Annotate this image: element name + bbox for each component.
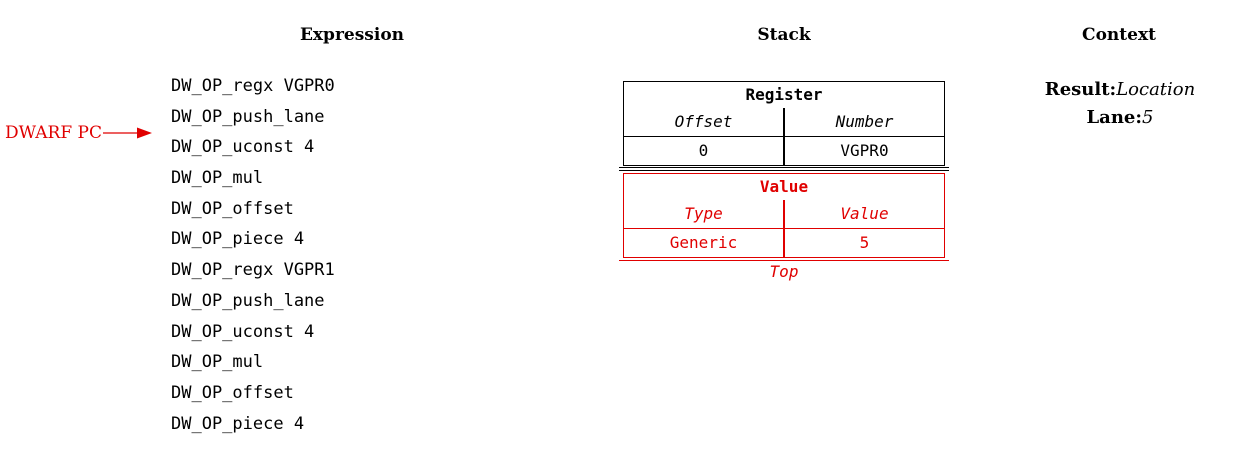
value-value-value: 5 — [859, 233, 870, 252]
context-lane: Lane:5 — [1087, 107, 1154, 129]
context-result: Result:Location — [1045, 79, 1195, 101]
expression-op: DW_OP_mul — [171, 352, 264, 373]
value-value-row: Generic 5 — [624, 229, 944, 257]
register-offset-header: Offset — [624, 108, 785, 136]
expression-op: DW_OP_offset — [171, 198, 294, 219]
stack-entry-register: Register Offset Number 0 VGPR0 — [623, 81, 945, 166]
expression-op: DW_OP_regx VGPR0 — [171, 76, 335, 96]
stack-entry-value: Value Type Value Generic 5 — [623, 173, 945, 258]
stack-top-label: Top — [769, 262, 799, 281]
stack-separator — [619, 167, 949, 168]
value-entry-title: Value — [759, 177, 809, 196]
register-offset-value: 0 — [624, 137, 785, 165]
value-value-header: Value — [840, 204, 889, 223]
expression-op: DW_OP_push_lane — [171, 106, 325, 127]
context-lane-key: Lane: — [1086, 107, 1143, 128]
context-result-value: Location — [1116, 79, 1196, 100]
register-header-row: Offset Number — [624, 108, 944, 137]
value-type-header: Type — [624, 200, 785, 228]
expression-op: DW_OP_mul — [171, 168, 264, 189]
context-heading: Context — [1082, 25, 1156, 45]
expression-op: DW_OP_regx VGPR1 — [171, 260, 335, 281]
register-entry-title: Register — [745, 85, 823, 104]
value-type-value: Generic — [624, 229, 785, 257]
expression-op: DW_OP_uconst 4 — [171, 321, 315, 342]
expression-op: DW_OP_offset — [171, 382, 294, 403]
arrow-right-icon — [102, 127, 152, 139]
register-number-header: Number — [835, 112, 894, 131]
context-lane-value: 5 — [1142, 107, 1154, 128]
stack-heading: Stack — [757, 25, 811, 45]
value-header-row: Type Value — [624, 200, 944, 229]
expression-heading: Expression — [299, 25, 405, 45]
expression-op: DW_OP_piece 4 — [171, 229, 305, 250]
expression-list: DW_OP_regx VGPR0 DW_OP_push_lane DW_OP_u… — [171, 74, 335, 442]
expression-op: DW_OP_push_lane — [171, 290, 325, 311]
context-result-key: Result: — [1044, 79, 1117, 100]
stack-separator — [619, 170, 949, 171]
register-value-row: 0 VGPR0 — [624, 137, 944, 165]
expression-op: DW_OP_piece 4 — [171, 413, 305, 434]
stack-top-line — [619, 260, 949, 261]
dwarf-pc-label: DWARF PC — [5, 123, 102, 143]
expression-op: DW_OP_uconst 4 — [171, 137, 315, 158]
dwarf-pc-marker: DWARF PC — [5, 122, 153, 144]
register-number-value: VGPR0 — [840, 141, 889, 160]
